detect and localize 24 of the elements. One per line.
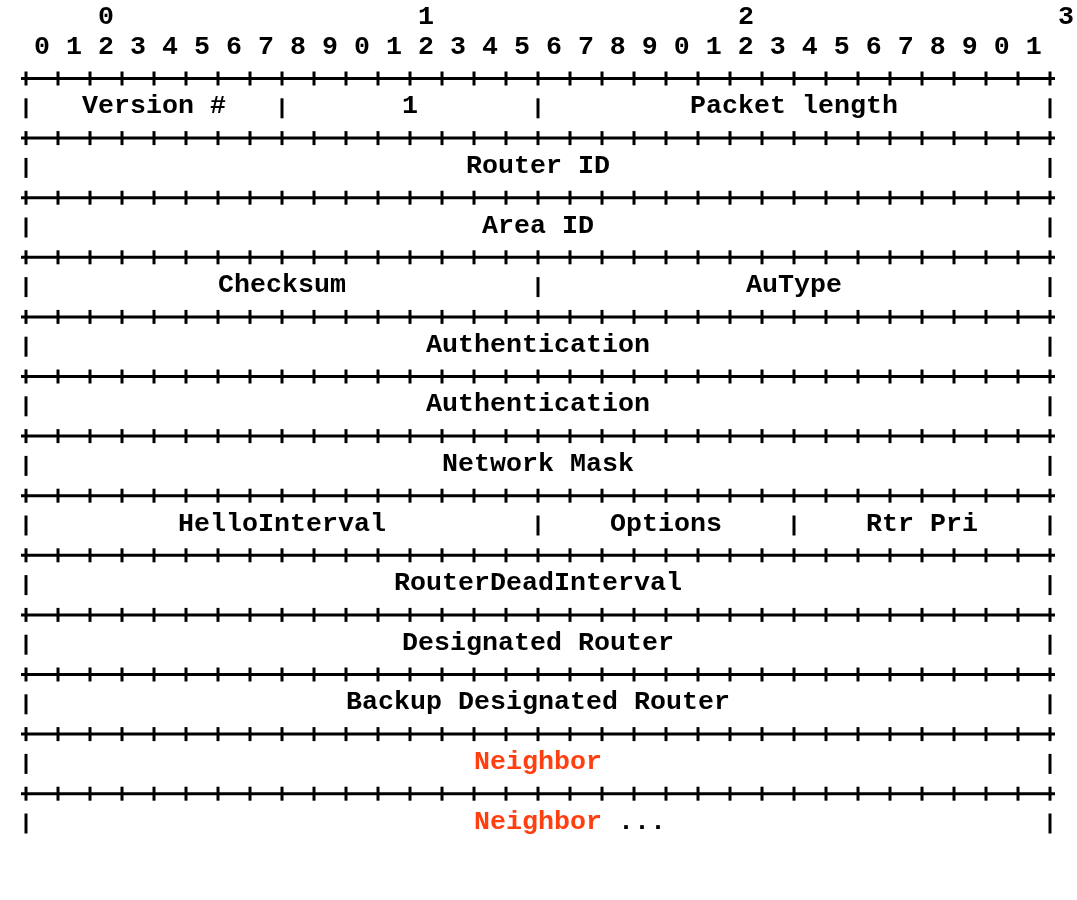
field-name: 1 [402,91,418,122]
field-name: Area ID [482,210,594,241]
bit-number-row: 0 1 2 3 4 5 6 7 8 9 0 1 2 3 4 5 6 7 8 9 0 1 2 3 4 5 6 7 8 9 0 1 [34,32,1042,63]
continuation-mark: ... [618,807,666,838]
word-offset-label: 3 [1058,3,1074,33]
field-name: RouterDeadInterval [394,568,682,599]
field-name: HelloInterval [178,508,386,539]
field-name: Version # [82,91,226,122]
field-name: Network Mask [442,449,634,479]
word-offset-label: 1 [418,3,434,33]
field-name: Rtr Pri [866,508,978,539]
field-name: Options [610,508,722,539]
field-name: Packet length [690,91,898,122]
field-name: AuType [746,270,842,301]
field-name: Authentication [426,389,650,420]
field-name: Checksum [218,270,346,301]
field-name: Backup Designated Router [346,687,730,718]
word-offset-label: 0 [98,3,114,33]
word-offset-label: 2 [738,3,754,33]
field-name: Authentication [426,329,650,360]
field-name: Designated Router [402,627,674,658]
field-name: Neighbor [474,806,602,837]
field-name: Neighbor [474,747,602,777]
field-name: Router ID [466,151,610,181]
